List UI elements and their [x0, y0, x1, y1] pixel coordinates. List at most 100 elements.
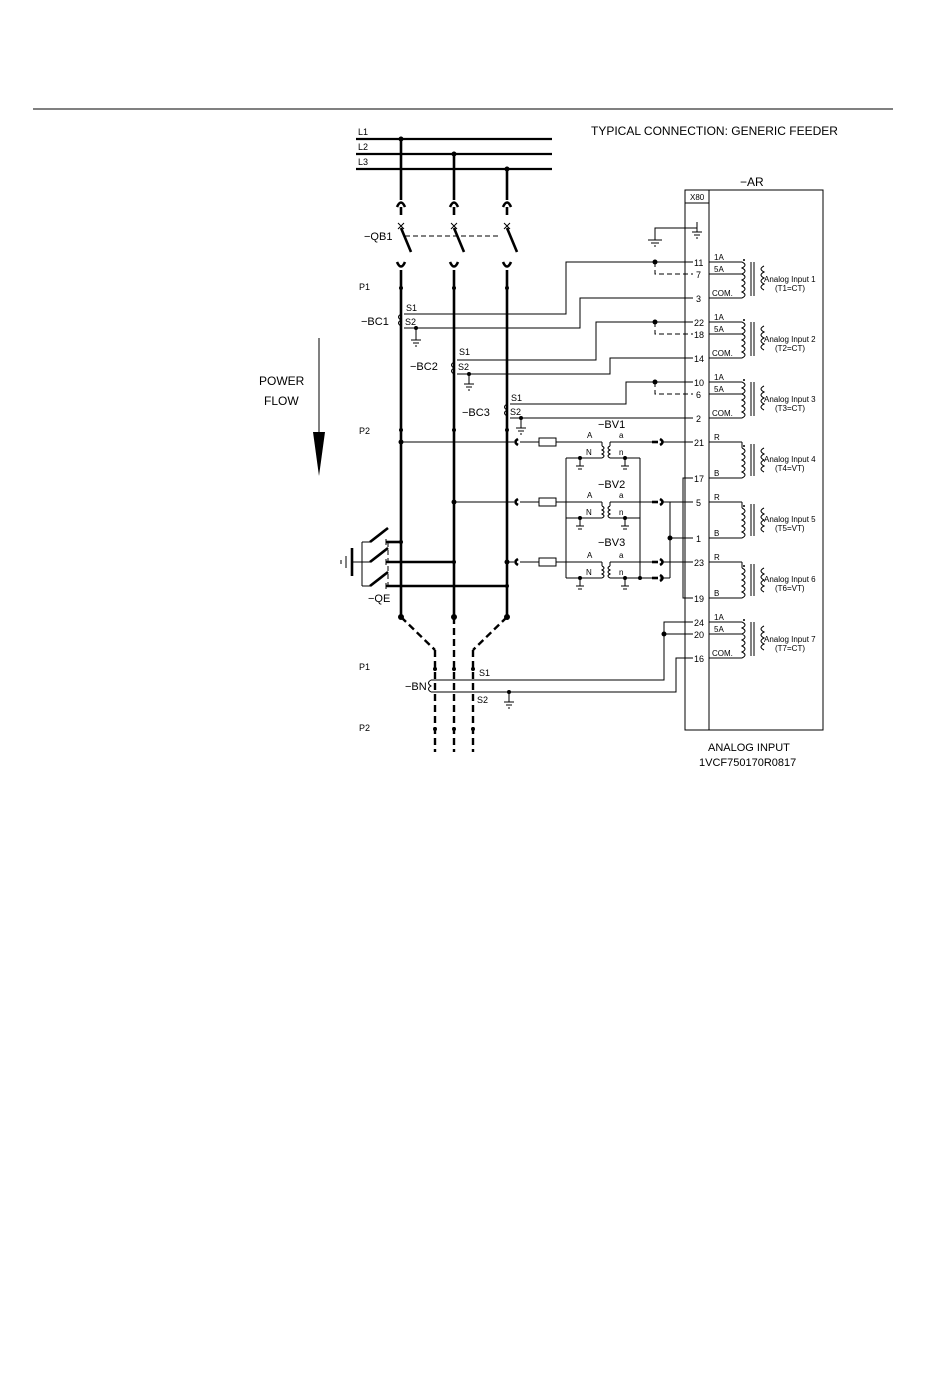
- analog-input-1: 1A 5A COM. Analog Input 1 (T1=CT): [709, 253, 816, 299]
- ar-label: −AR: [740, 175, 764, 189]
- terminal-6: 6: [696, 390, 701, 400]
- terminal-17: 17: [694, 474, 704, 484]
- p1-label-top: P1: [359, 282, 370, 292]
- terminal-24: 24: [694, 618, 704, 628]
- ai3-name: Analog Input 3: [764, 395, 816, 404]
- bc1-s1: S1: [406, 303, 417, 313]
- bv1-a: A: [587, 431, 593, 440]
- bv1-voltage-transformer: A N a n −BV1: [401, 419, 693, 470]
- footer-caption-1: ANALOG INPUT: [708, 742, 790, 754]
- qb1-disconnector: −QB1: [364, 139, 519, 268]
- analog-input-2: 1A 5A COM. Analog Input 2 (T2=CT): [709, 313, 816, 359]
- ai5-type: (T5=VT): [775, 524, 805, 533]
- footer-caption-2: 1VCF750170R0817: [699, 757, 796, 769]
- ai2-tap-1: 1A: [714, 313, 724, 322]
- terminal-1: 1: [696, 534, 701, 544]
- bc3-label: −BC3: [462, 407, 490, 419]
- ai6-name: Analog Input 6: [764, 575, 816, 584]
- ai4-tap-2: B: [714, 469, 719, 478]
- terminal-3: 3: [696, 294, 701, 304]
- bus-label-l3: L3: [358, 157, 368, 167]
- bv2-n: N: [586, 508, 592, 517]
- bv2-sa: a: [619, 491, 624, 500]
- bc1-current-transformer: S1 S2 −BC1: [361, 259, 693, 347]
- analog-input-7: 1A 5A COM. Analog Input 7 (T7=CT): [709, 613, 816, 659]
- bc3-s2: S2: [510, 407, 521, 417]
- ai3-tap-3: COM.: [712, 409, 733, 418]
- bn-s2: S2: [477, 695, 488, 705]
- terminal-21: 21: [694, 438, 704, 448]
- bc1-label: −BC1: [361, 316, 389, 328]
- analog-input-3: 1A 5A COM. Analog Input 3 (T3=CT): [709, 373, 816, 419]
- ai3-tap-1: 1A: [714, 373, 724, 382]
- terminal-22: 22: [694, 318, 704, 328]
- ai7-type: (T7=CT): [775, 644, 805, 653]
- ai4-name: Analog Input 4: [764, 455, 816, 464]
- bv2-label: −BV2: [598, 479, 625, 491]
- ar-device-frame: [684, 189, 824, 731]
- ai5-tap-1: R: [714, 493, 720, 502]
- ai5-name: Analog Input 5: [764, 515, 816, 524]
- bc2-current-transformer: S1 S2 −BC2: [410, 319, 693, 391]
- bv1-sn: n: [619, 448, 623, 457]
- ai1-tap-1: 1A: [714, 253, 724, 262]
- ai2-tap-3: COM.: [712, 349, 733, 358]
- terminal-2: 2: [696, 414, 701, 424]
- bv1-n: N: [586, 448, 592, 457]
- bv3-n: N: [586, 568, 592, 577]
- terminal-7: 7: [696, 270, 701, 280]
- ai1-name: Analog Input 1: [764, 275, 816, 284]
- power-flow-arrow: POWER FLOW: [259, 338, 325, 476]
- analog-input-4: R B Analog Input 4 (T4=VT): [709, 433, 816, 479]
- ai3-tap-2: 5A: [714, 385, 724, 394]
- bv2-a: A: [587, 491, 593, 500]
- terminal-11: 11: [694, 258, 703, 268]
- ai3-type: (T3=CT): [775, 404, 805, 413]
- qb1-label: −QB1: [364, 231, 392, 243]
- cable-and-bn: P1 P2 −BN S1 S2: [359, 616, 693, 752]
- ai6-type: (T6=VT): [775, 584, 805, 593]
- ai2-name: Analog Input 2: [764, 335, 816, 344]
- p2-label-top: P2: [359, 426, 370, 436]
- qe-earthing-switch: −QE: [340, 526, 509, 605]
- ai6-tap-2: B: [714, 589, 719, 598]
- bv1-sa: a: [619, 431, 624, 440]
- diagram-title: TYPICAL CONNECTION: GENERIC FEEDER: [591, 124, 838, 138]
- ai1-tap-2: 5A: [714, 265, 724, 274]
- terminal-14: 14: [694, 354, 704, 364]
- x80-terminals: 11 7 3 22 18 14 10 6 2 21 17 5 1 23 19 2…: [694, 258, 704, 664]
- terminal-20: 20: [694, 630, 704, 640]
- bc1-s2: S2: [405, 317, 416, 327]
- ai6-tap-1: R: [714, 553, 720, 562]
- bn-s1: S1: [479, 668, 490, 678]
- ai4-tap-1: R: [714, 433, 720, 442]
- ai5-tap-2: B: [714, 529, 719, 538]
- ai1-tap-3: COM.: [712, 289, 733, 298]
- terminal-10: 10: [694, 378, 704, 388]
- ai2-tap-2: 5A: [714, 325, 724, 334]
- bv3-sa: a: [619, 551, 624, 560]
- p1-label-bottom: P1: [359, 662, 370, 672]
- bc3-s1: S1: [511, 393, 522, 403]
- ai7-tap-3: COM.: [712, 649, 733, 658]
- ai1-type: (T1=CT): [775, 284, 805, 293]
- terminal-18: 18: [694, 330, 704, 340]
- terminal-16: 16: [694, 654, 704, 664]
- bc3-current-transformer: S1 S2 −BC3: [462, 379, 693, 435]
- vt-secondary-wiring: [565, 457, 693, 599]
- bv2-voltage-transformer: A N a n −BV2: [454, 479, 693, 530]
- power-flow-label-1: POWER: [259, 374, 305, 388]
- bn-label: −BN: [405, 681, 427, 693]
- bv3-sn: n: [619, 568, 623, 577]
- ar-device: X80 −AR: [648, 175, 824, 731]
- ai2-type: (T2=CT): [775, 344, 805, 353]
- terminal-23: 23: [694, 558, 704, 568]
- bv1-label: −BV1: [598, 419, 625, 431]
- bv3-label: −BV3: [598, 537, 625, 549]
- bc2-s2: S2: [458, 362, 469, 372]
- x80-label: X80: [690, 193, 705, 202]
- bus-label-l2: L2: [358, 142, 368, 152]
- analog-input-5: R B Analog Input 5 (T5=VT): [709, 493, 816, 539]
- bv3-a: A: [587, 551, 593, 560]
- ai7-name: Analog Input 7: [764, 635, 816, 644]
